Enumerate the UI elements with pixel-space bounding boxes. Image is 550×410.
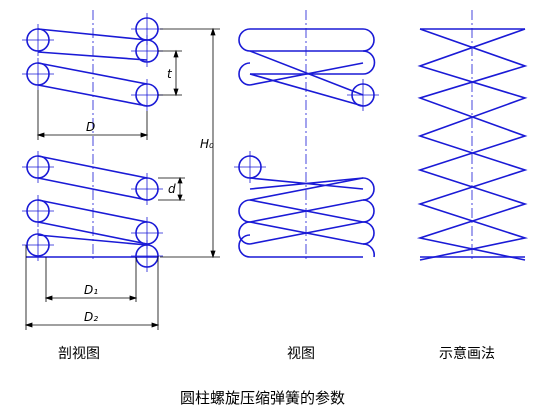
schematic-drawing <box>416 28 529 261</box>
dim-label-H0: H₀ <box>200 137 214 151</box>
caption-section-view: 剖视图 <box>58 346 100 362</box>
dim-label-d: d <box>168 182 176 196</box>
dim-label-t: t <box>167 67 173 81</box>
section-dimensions <box>24 27 220 330</box>
dim-label-D1: D₁ <box>84 283 98 297</box>
figure-title: 圆柱螺旋压缩弹簧的参数 <box>180 389 346 407</box>
dim-label-D2: D₂ <box>84 310 98 324</box>
caption-schematic: 示意画法 <box>439 346 495 362</box>
external-view-drawing <box>238 28 376 258</box>
caption-view: 视图 <box>287 346 315 362</box>
section-view-drawing <box>26 17 159 268</box>
dim-label-D: D <box>86 120 95 134</box>
